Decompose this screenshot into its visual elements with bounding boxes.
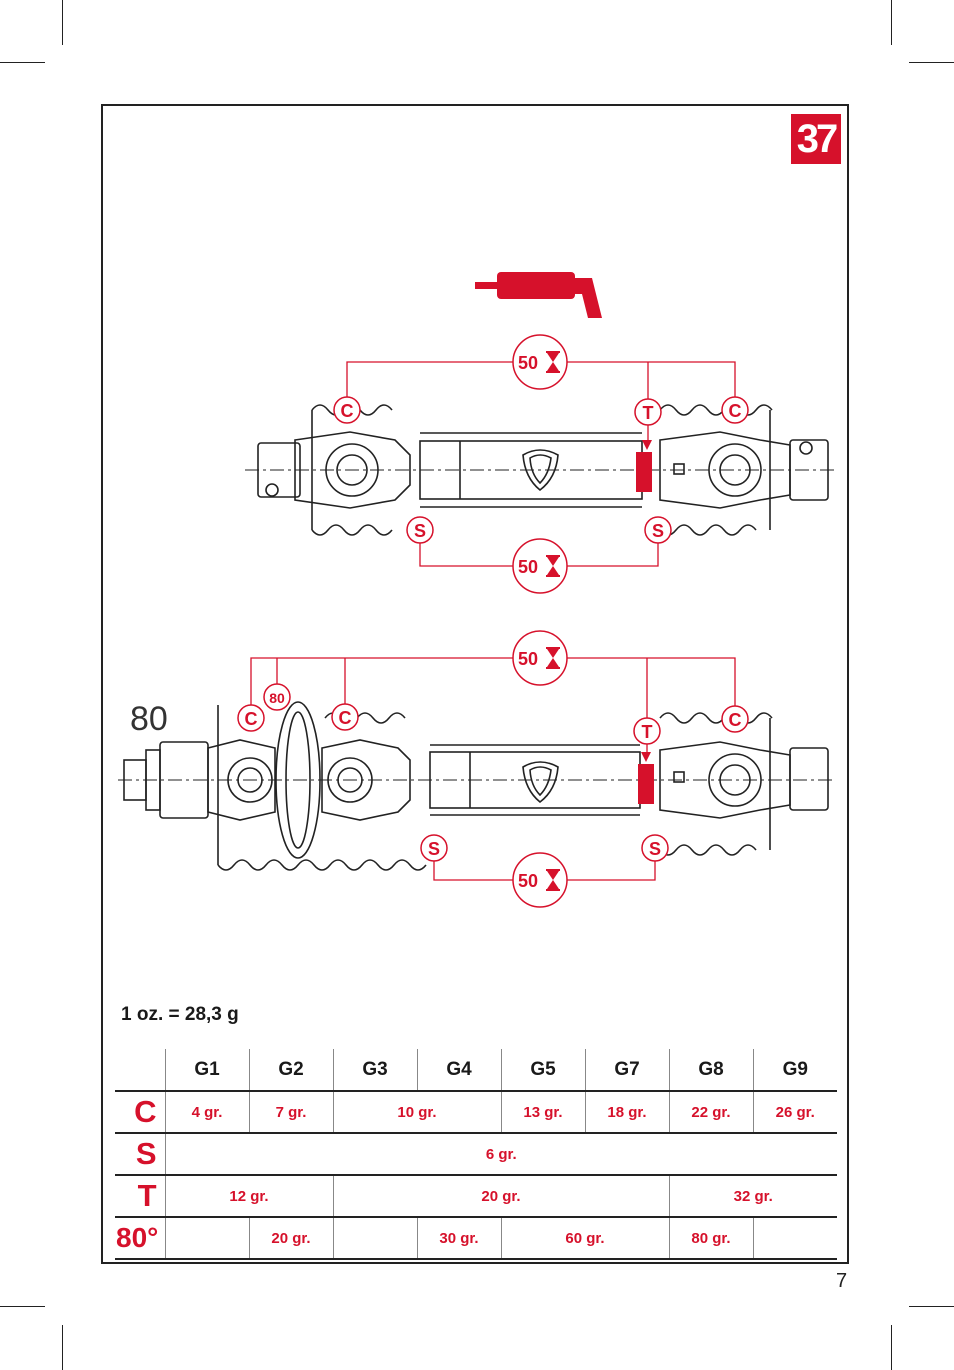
label-80: 80: [269, 690, 285, 706]
crop-mark: [62, 0, 63, 45]
lubrication-diagram: 50 50 C T C S S: [118, 272, 835, 908]
table-cell: 32 gr.: [668, 1174, 837, 1217]
row-label: T: [115, 1174, 165, 1217]
crop-mark: [909, 1306, 954, 1307]
top-shaft-leaders: [346, 361, 736, 567]
bottom-bottom-interval-marker: [512, 852, 568, 908]
crop-mark: [891, 0, 892, 45]
grease-quantity-table: G1 G2 G3 G4 G5 G7 G8 G9 C 4 gr. 7 gr. 10…: [115, 1049, 837, 1260]
table-row-80: 80° 20 gr. 30 gr. 60 gr. 80 gr.: [115, 1216, 837, 1260]
table-cell: 20 gr.: [332, 1174, 669, 1217]
table-cell: 80 gr.: [668, 1216, 753, 1260]
label-c: C: [341, 401, 354, 421]
label-t: T: [642, 722, 653, 742]
section-badge: 37: [791, 114, 841, 164]
crop-mark: [909, 62, 954, 63]
label-s: S: [414, 521, 426, 541]
label-s: S: [428, 839, 440, 859]
table-header-row: G1 G2 G3 G4 G5 G7 G8 G9: [115, 1049, 837, 1092]
table-cell: 22 gr.: [668, 1090, 753, 1133]
table-cell: 7 gr.: [248, 1090, 333, 1133]
label-c: C: [729, 710, 742, 730]
table-cell: 18 gr.: [584, 1090, 669, 1133]
row-label: S: [115, 1132, 165, 1175]
page-frame: [101, 104, 849, 1264]
table-cell: 26 gr.: [752, 1090, 837, 1133]
label-t: T: [643, 403, 654, 423]
interval-top-value: 50: [518, 649, 538, 669]
label-s: S: [649, 839, 661, 859]
table-corner: [115, 1049, 165, 1092]
grease-gun-icon: [475, 272, 602, 318]
crop-mark: [0, 62, 45, 63]
column-header: G2: [248, 1049, 333, 1092]
column-header: G3: [332, 1049, 417, 1092]
interval-bottom-value: 50: [518, 871, 538, 891]
column-header: G8: [668, 1049, 753, 1092]
table-row-t: T 12 gr. 20 gr. 32 gr.: [115, 1174, 837, 1217]
table-row-c: C 4 gr. 7 gr. 10 gr. 13 gr. 18 gr. 22 gr…: [115, 1090, 837, 1133]
row-label: 80°: [115, 1216, 165, 1260]
column-header: G4: [416, 1049, 501, 1092]
column-header: G5: [500, 1049, 585, 1092]
crop-mark: [0, 1306, 45, 1307]
table-row-s: S 6 gr.: [115, 1132, 837, 1175]
label-s: S: [652, 521, 664, 541]
crop-mark: [62, 1325, 63, 1370]
interval-bottom-value: 50: [518, 557, 538, 577]
page-number: 7: [836, 1270, 848, 1292]
table-cell: 12 gr.: [164, 1174, 333, 1217]
label-c: C: [729, 401, 742, 421]
table-cell: 60 gr.: [500, 1216, 669, 1260]
table-cell: [332, 1216, 417, 1260]
column-header: G1: [164, 1049, 249, 1092]
table-cell: 10 gr.: [332, 1090, 501, 1133]
bottom-interval-marker: [512, 538, 568, 594]
bottom-top-interval-marker: [512, 630, 568, 686]
label-c: C: [245, 709, 258, 729]
crop-mark: [891, 1325, 892, 1370]
row-label: C: [115, 1090, 165, 1133]
conversion-note: 1 oz. = 28,3 g: [121, 1004, 239, 1025]
table-cell: 6 gr.: [164, 1132, 837, 1175]
column-header: G9: [752, 1049, 837, 1092]
table-cell: 13 gr.: [500, 1090, 585, 1133]
label-c: C: [339, 708, 352, 728]
top-shaft-drawing: [245, 404, 835, 536]
table-cell: [164, 1216, 249, 1260]
interval-top-value: 50: [518, 353, 538, 373]
column-header: G7: [584, 1049, 669, 1092]
bottom-shaft-leaders: [250, 657, 736, 881]
table-cell: 30 gr.: [416, 1216, 501, 1260]
table-cell: 4 gr.: [164, 1090, 249, 1133]
table-cell: [752, 1216, 837, 1260]
table-cell: 20 gr.: [248, 1216, 333, 1260]
top-interval-marker: [512, 334, 568, 390]
bottom-shaft-drawing: [118, 701, 835, 871]
side-label-80: 80: [130, 700, 168, 738]
